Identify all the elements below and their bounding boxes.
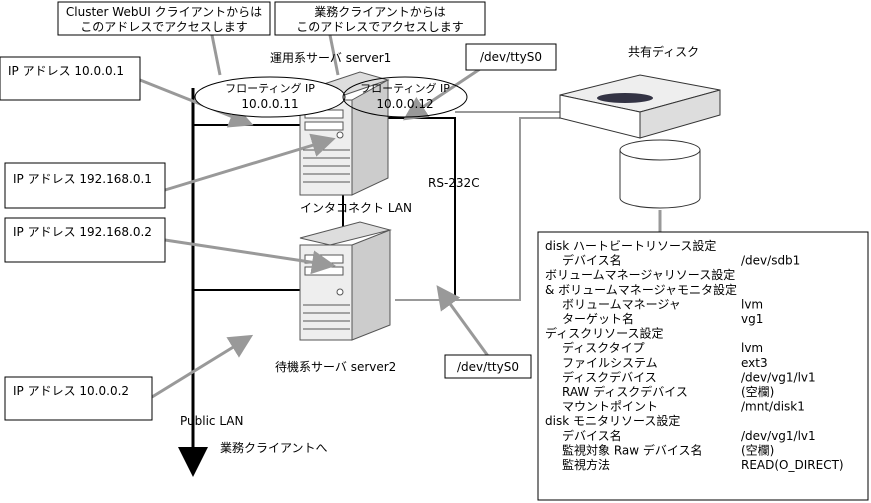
interconnect-label: インタコネクト LAN <box>300 201 412 215</box>
setting-value: lvm <box>741 297 763 311</box>
floating-ip-1: フローティング IP 10.0.0.11 <box>194 76 346 118</box>
disk-connection-lines <box>395 111 560 301</box>
setting-label: ディスクタイプ <box>562 340 645 355</box>
callout-line: 業務クライアントからは <box>314 5 446 19</box>
tty-box-bottom: /dev/ttyS0 <box>444 354 532 379</box>
setting-value: (空欄) <box>741 384 774 399</box>
tty-text: /dev/ttyS0 <box>480 50 542 64</box>
setting-label: & ボリュームマネージャモニタ設定 <box>545 282 737 297</box>
setting-label: ボリュームマネージャ <box>562 297 681 311</box>
rs232c-label: RS-232C <box>428 176 480 190</box>
floating-ip-label: フローティング IP <box>360 81 450 95</box>
setting-label: ファイルシステム <box>562 356 658 370</box>
setting-label: ターゲット名 <box>562 311 634 326</box>
business-callout: 業務クライアントからは このアドレスでアクセスします <box>274 1 486 36</box>
settings-list: disk ハートビートリソース設定デバイス名/dev/sdb1ボリュームマネージ… <box>545 238 844 472</box>
floating-ip-address: 10.0.0.11 <box>241 97 298 111</box>
setting-label: 監視対象 Raw デバイス名 <box>562 442 703 457</box>
disk-cylinder-icon <box>619 139 701 209</box>
ip-text: IP アドレス 10.0.0.2 <box>13 384 129 398</box>
setting-value: ext3 <box>741 356 768 370</box>
server2-icon <box>299 221 392 341</box>
shared-disk-icon <box>559 74 721 139</box>
ip-box-192-168-0-1: IP アドレス 192.168.0.1 <box>4 162 166 209</box>
setting-label: ボリュームマネージャリソース設定 <box>545 267 735 282</box>
ip-box-10-0-0-2: IP アドレス 10.0.0.2 <box>4 376 153 421</box>
callout-line: このアドレスでアクセスします <box>80 20 247 34</box>
server1-label: 運用系サーバ server1 <box>270 51 391 65</box>
pointer-lines <box>139 34 662 399</box>
setting-value: READ(O_DIRECT) <box>741 458 844 472</box>
floating-ip-address: 10.0.0.12 <box>376 97 433 111</box>
setting-label: デバイス名 <box>562 428 622 443</box>
ip-box-192-168-0-2: IP アドレス 192.168.0.2 <box>4 217 166 263</box>
webui-callout: Cluster WebUI クライアントからは このアドレスでアクセスします <box>57 1 271 36</box>
setting-label: RAW ディスクデバイス <box>562 384 688 399</box>
setting-label: マウントポイント <box>562 400 658 414</box>
shared-disk-label: 共有ディスク <box>628 44 699 59</box>
ip-text: IP アドレス 192.168.0.2 <box>13 225 152 239</box>
setting-value: /mnt/disk1 <box>741 400 805 414</box>
tty-text: /dev/ttyS0 <box>457 360 519 374</box>
setting-value: vg1 <box>741 312 763 326</box>
public-lan-label: Public LAN <box>180 414 243 428</box>
setting-value: /dev/vg1/lv1 <box>741 370 816 384</box>
setting-label: ディスクリソース設定 <box>545 326 664 341</box>
callout-line: このアドレスでアクセスします <box>296 20 463 34</box>
setting-label: disk ハートビートリソース設定 <box>545 238 716 253</box>
tty-box-top: /dev/ttyS0 <box>465 43 557 71</box>
ip-text: IP アドレス 192.168.0.1 <box>13 172 152 186</box>
floating-ip-2: フローティング IP 10.0.0.12 <box>342 76 468 118</box>
ip-text: IP アドレス 10.0.0.1 <box>8 64 124 78</box>
ip-box-10-0-0-1: IP アドレス 10.0.0.1 <box>0 56 141 101</box>
setting-value: (空欄) <box>741 442 774 457</box>
setting-value: /dev/vg1/lv1 <box>741 429 816 443</box>
callout-line: Cluster WebUI クライアントからは <box>66 5 262 19</box>
server2-label: 待機系サーバ server2 <box>275 359 396 374</box>
settings-box <box>537 231 869 501</box>
setting-label: disk モニタリソース設定 <box>545 413 680 428</box>
to-clients-label: 業務クライアントへ <box>220 441 328 455</box>
setting-label: 監視方法 <box>562 457 610 472</box>
public-lan-line <box>178 88 300 477</box>
setting-value: /dev/sdb1 <box>741 254 800 268</box>
setting-label: ディスクデバイス <box>562 369 657 384</box>
floating-ip-label: フローティング IP <box>225 81 315 95</box>
setting-value: lvm <box>741 341 763 355</box>
setting-label: デバイス名 <box>562 253 622 268</box>
